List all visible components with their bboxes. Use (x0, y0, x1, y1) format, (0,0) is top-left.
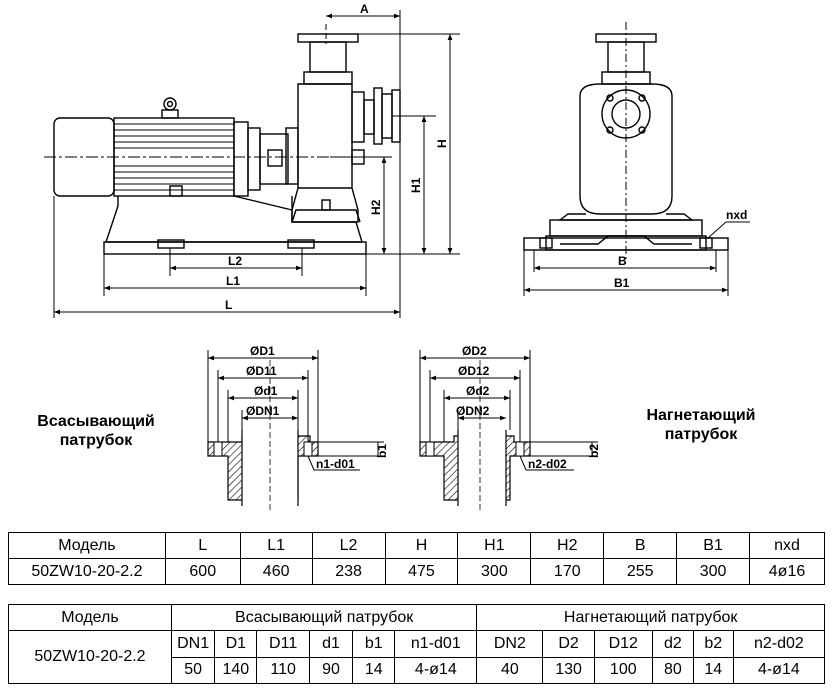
dim-DN1: ØDN1 (246, 404, 280, 418)
table2-cell: 130 (542, 656, 595, 685)
table2-header: d2 (651, 630, 694, 658)
table1-header: H2 (530, 532, 605, 559)
dim-H1: H1 (409, 177, 423, 193)
dim-n2-d02: n2-d02 (528, 457, 567, 471)
dim-H2: H2 (369, 199, 383, 215)
table1-data-row: 50ZW10-20-2.2 600 460 238 475 300 170 25… (8, 558, 825, 585)
table2-header: b2 (692, 630, 734, 658)
table2-header: D11 (256, 630, 310, 658)
table2-model-cell: Модель 50ZW10-20-2.2 (8, 604, 172, 684)
table1-header: B (603, 532, 678, 559)
table1-header-row: Модель L L1 L2 H H1 H2 B B1 nxd (8, 532, 825, 559)
table2-group-row: Модель 50ZW10-20-2.2 Всасывающий патрубо… (8, 603, 825, 684)
table2-cell: 90 (308, 656, 354, 685)
table2-header: n1-d01 (394, 630, 478, 658)
front-dimensions (523, 221, 750, 296)
table2-header-row: DN1 D1 D11 d1 b1 n1-d01 DN2 D2 D12 d2 b2… (9, 630, 826, 658)
dim-b2: b2 (587, 444, 601, 458)
pump-drawing: A L2 L1 L H2 H1 H B B1 nxd (44, 2, 750, 510)
dim-B1: B1 (614, 276, 630, 290)
discharge-flange-detail (419, 350, 598, 510)
table2-cell: 50 (170, 656, 216, 685)
dim-D1: ØD1 (250, 344, 275, 358)
dim-H: H (435, 139, 449, 148)
dim-nxd: nxd (726, 208, 747, 222)
pump-casing (291, 83, 359, 223)
dim-B: B (618, 254, 627, 268)
table2-header: D12 (593, 630, 653, 658)
dim-D12: ØD12 (458, 364, 490, 378)
table1-header: L1 (239, 532, 313, 559)
dimensions-table: Модель L L1 L2 H H1 H2 B B1 nxd 50ZW10-2… (8, 532, 825, 585)
table2-cell: 14 (352, 656, 396, 685)
dim-D2: ØD2 (462, 344, 487, 358)
table2-header: D1 (214, 630, 258, 658)
table2-header: DN1 (170, 630, 216, 658)
suction-flange-side (373, 87, 383, 145)
dim-b1: b1 (375, 444, 389, 458)
table1-header: H (384, 532, 459, 559)
table1-cell: 600 (164, 558, 241, 585)
table1-cell: 238 (311, 558, 386, 585)
table1-header: B1 (676, 532, 751, 559)
flange-table: Модель 50ZW10-20-2.2 Всасывающий патрубо… (8, 603, 826, 685)
side-dimensions (53, 10, 460, 318)
dim-n1-d01: n1-d01 (316, 457, 355, 471)
table2-cell: 100 (593, 656, 653, 685)
table1-header: nxd (749, 532, 825, 559)
table1-cell: 300 (676, 558, 751, 585)
suction-flange-detail (207, 350, 384, 510)
table1-header: H1 (457, 532, 532, 559)
discharge-flange-side (297, 33, 359, 43)
table2-cell: 80 (651, 656, 694, 685)
table2-header: n2-d02 (732, 630, 826, 658)
table1-cell: 460 (239, 558, 313, 585)
table2-header: d1 (308, 630, 354, 658)
motor-endcap (53, 117, 115, 197)
side-view (53, 33, 401, 255)
dim-A: A (360, 2, 369, 16)
table1-cell: 50ZW10-20-2.2 (8, 558, 166, 585)
table2-cell: 140 (214, 656, 258, 685)
table1-header: Модель (8, 532, 166, 559)
table2-cell: 4-ø14 (394, 656, 478, 685)
table2-cell: 40 (476, 656, 544, 685)
suction-caption: Всасывающий патрубок (37, 413, 155, 449)
table1-cell: 475 (384, 558, 459, 585)
table2-cell: 110 (256, 656, 310, 685)
table1-header: L (164, 532, 241, 559)
discharge-caption: Нагнетающий патрубок (646, 407, 756, 443)
table1-cell: 300 (457, 558, 532, 585)
dim-L: L (225, 298, 232, 312)
table1-header: L2 (311, 532, 386, 559)
dim-DN2: ØDN2 (456, 404, 490, 418)
table2-header: DN2 (476, 630, 544, 658)
dim-D11: ØD11 (246, 364, 277, 378)
table1-cell: 4ø16 (749, 558, 825, 585)
table2-data-row: 50 140 110 90 14 4-ø14 40 130 100 80 14 … (9, 656, 826, 685)
table1-cell: 170 (530, 558, 605, 585)
table2-model-header: Модель (8, 605, 172, 631)
dim-d1: Ød1 (254, 384, 278, 398)
table2-cell: 4-ø14 (732, 656, 826, 685)
dim-d2: Ød2 (466, 384, 490, 398)
table2-discharge-group: Нагнетающий патрубок (476, 603, 825, 632)
table2-cell: 14 (692, 656, 734, 685)
dim-L1: L1 (226, 274, 240, 288)
lifting-eye (163, 97, 177, 111)
table2-header: b1 (352, 630, 396, 658)
table2-model: 50ZW10-20-2.2 (34, 648, 146, 665)
table1-cell: 255 (603, 558, 678, 585)
dim-L2: L2 (228, 254, 242, 268)
base-plate (103, 241, 367, 255)
table2-header: D2 (542, 630, 595, 658)
table2-suction-group: Всасывающий патрубок (170, 603, 478, 632)
